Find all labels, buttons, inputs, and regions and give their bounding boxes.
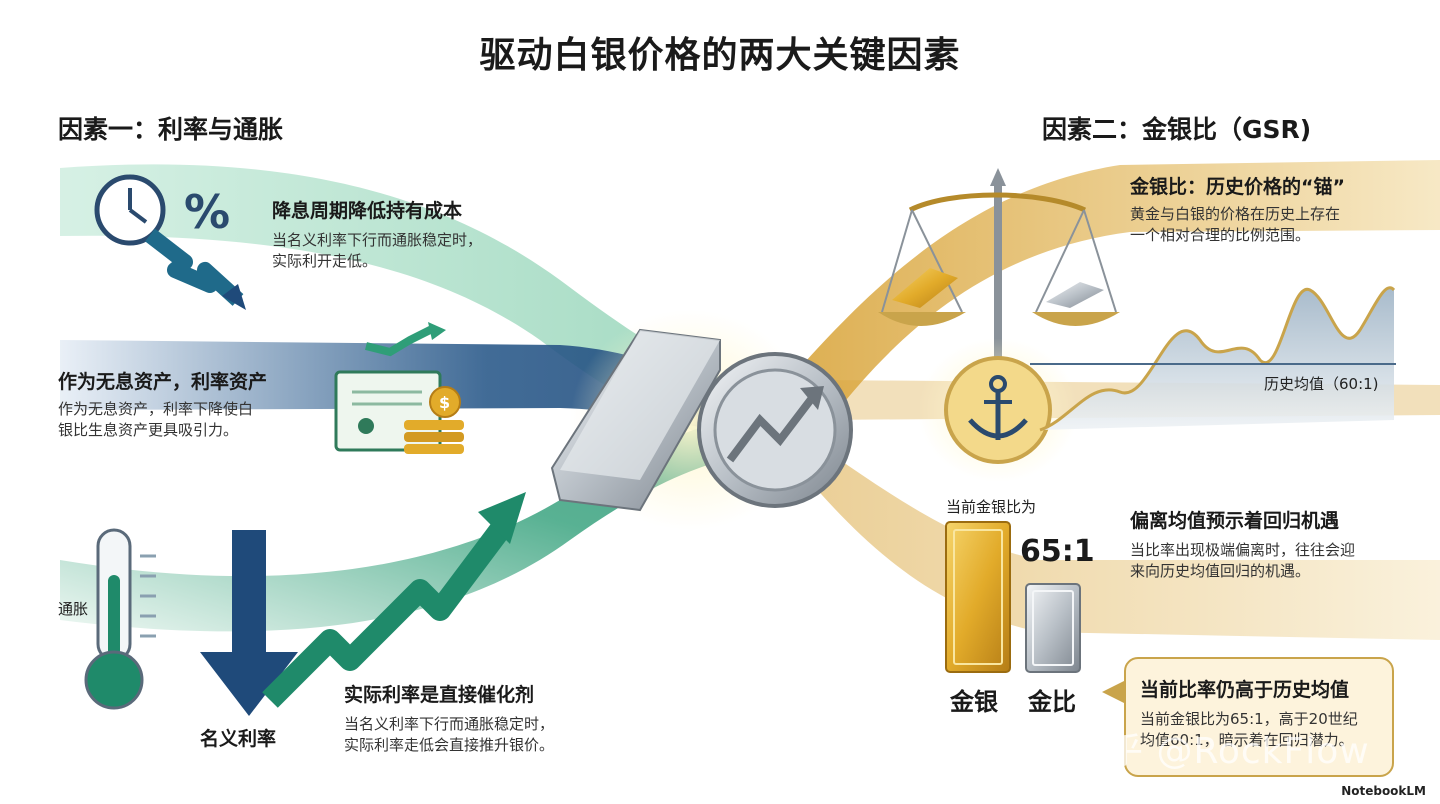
factor2-item1-line2: 一个相对合理的比例范围。 xyxy=(1130,226,1311,244)
factor1-item3-line2: 实际利率走低会直接推升银价。 xyxy=(344,736,555,754)
gold-bar-label: 金银 xyxy=(950,688,998,716)
inflation-label: 通胀 xyxy=(58,600,89,618)
factor2-title: 因素二：金银比（GSR) xyxy=(1042,115,1312,144)
factor1-item1-line1: 当名义利率下行而通胀稳定时， xyxy=(272,231,483,249)
svg-text:$: $ xyxy=(439,393,450,412)
current-ratio-label: 当前金银比为 xyxy=(946,498,1037,516)
callout-line2: 均值60:1，暗示着在回归潜力。 xyxy=(1140,731,1354,749)
factor1-item2-line1: 作为无息资产，利率下降使白 xyxy=(58,400,254,418)
factor1-item2-heading: 作为无息资产，利率资产 xyxy=(58,371,268,393)
factor1-item1-line2: 实际利开走低。 xyxy=(272,252,378,270)
factor1-item3-line1: 当名义利率下行而通胀稳定时， xyxy=(344,715,555,733)
factor2-item2-line2: 来向历史均值回归的机遇。 xyxy=(1130,562,1311,580)
watermark: 知乎 @RockFlow xyxy=(1070,731,1370,772)
factor2-item1-heading: 金银比：历史价格的“锚” xyxy=(1130,176,1345,198)
svg-text:%: % xyxy=(184,185,230,239)
callout-pointer xyxy=(1102,680,1126,704)
callout-line1: 当前金银比为65:1，高于20世纪 xyxy=(1140,710,1358,728)
historical-mean-label: 历史均值（60:1) xyxy=(1264,375,1379,393)
factor1-item1-heading: 降息周期降低持有成本 xyxy=(272,200,463,222)
silver-bar-label: 金比 xyxy=(1028,688,1076,716)
callout-box: 当前比率仍高于历史均值 当前金银比为65:1，高于20世纪 均值60:1，暗示着… xyxy=(1124,657,1394,777)
nominal-rate-label: 名义利率 xyxy=(200,728,277,750)
factor2-item2-heading: 偏离均值预示着回归机遇 xyxy=(1130,510,1340,532)
callout-heading: 当前比率仍高于历史均值 xyxy=(1140,679,1350,701)
factor1-item2-line2: 银比生息资产更具吸引力。 xyxy=(58,421,239,439)
factor2-item2-line1: 当比率出现极端偏离时，往往会迎 xyxy=(1130,541,1356,559)
page-title: 驱动白银价格的两大关键因素 xyxy=(479,35,961,76)
current-ratio-value: 65:1 xyxy=(1020,534,1095,569)
factor1-title: 因素一：利率与通胀 xyxy=(58,115,284,144)
factor2-item1-line1: 黄金与白银的价格在历史上存在 xyxy=(1130,205,1341,223)
factor1-item3-heading: 实际利率是直接催化剂 xyxy=(344,684,535,706)
notebooklm-credit: NotebookLM xyxy=(1341,784,1426,798)
